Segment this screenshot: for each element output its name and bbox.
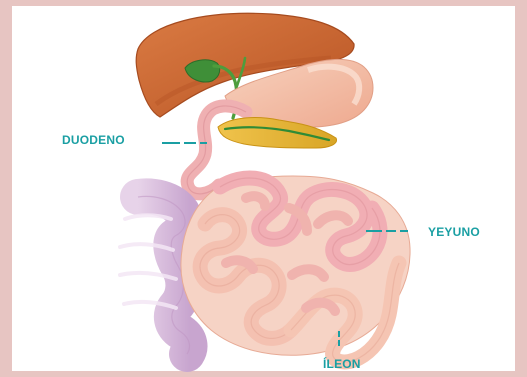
duodeno-label: DUODENO [62,133,125,147]
small-intestine [181,176,410,362]
large-intestine [120,196,189,354]
ileon-label: ÍLEON [323,357,361,371]
yeyuno-label: YEYUNO [428,225,480,239]
